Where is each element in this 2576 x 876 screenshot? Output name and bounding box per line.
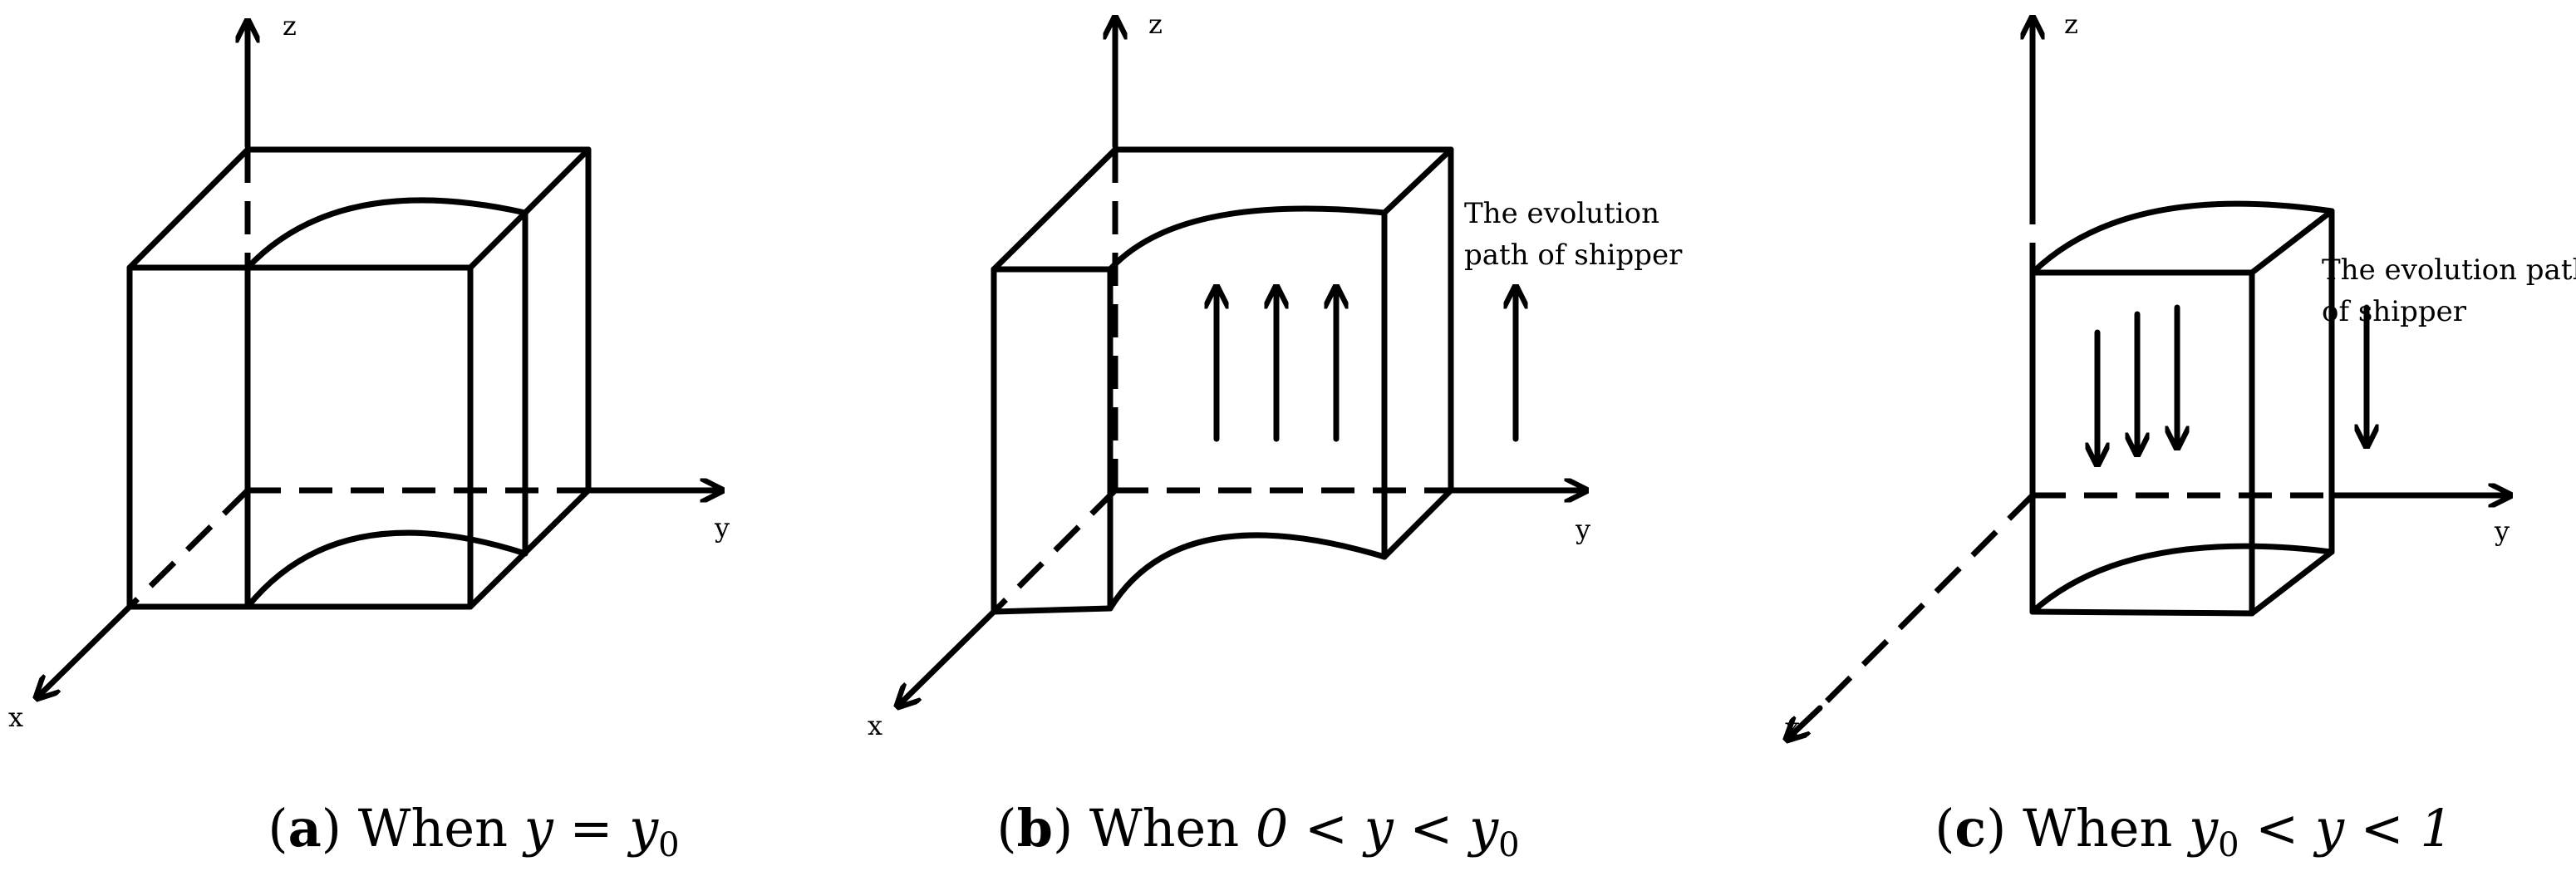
x-axis-hidden: [1817, 493, 2035, 711]
x-axis: [38, 603, 133, 696]
x-axis-label: x: [868, 710, 882, 741]
panel-c-solid: [2029, 200, 2335, 617]
bottom-curve: [1107, 532, 1388, 612]
y-axis-label: y: [1575, 514, 1590, 545]
panel-c-axes: z y x: [1785, 8, 2510, 743]
edge: [2249, 549, 2335, 617]
z-axis-label: z: [1148, 8, 1163, 40]
edge: [991, 146, 1118, 273]
front-face: [126, 264, 474, 610]
caption-b: (b) When 0 < y < y0: [996, 798, 1519, 864]
x-axis-label: x: [8, 701, 23, 733]
z-axis-label: z: [2064, 8, 2078, 40]
top-curve: [244, 197, 528, 271]
panel-b-solid: [991, 146, 1454, 615]
edge: [467, 146, 592, 271]
top-curve: [2029, 200, 2335, 276]
top-curve: [1107, 205, 1388, 273]
x-axis: [1788, 705, 1823, 738]
caption-c: (c) When y0 < y < 1: [1934, 798, 2453, 864]
edge: [2249, 208, 2335, 276]
y-axis-label: y: [714, 512, 730, 544]
panel-a-solid: [126, 146, 592, 610]
bottom-curve: [2029, 543, 2335, 615]
panel-b-evolution-arrows: [1217, 289, 1516, 442]
panel-b-axes: z y x: [868, 8, 1590, 741]
edge: [1381, 487, 1454, 560]
x-axis-hidden: [991, 488, 1118, 614]
panel-a: z y x (a) When y = y0: [8, 10, 730, 864]
edge: [126, 146, 251, 271]
bottom-curve: [244, 529, 528, 610]
panel-c-evolution-arrows: [2097, 304, 2367, 462]
z-axis-label: z: [283, 10, 297, 42]
panel-a-axes: z y x: [8, 10, 730, 733]
edge: [467, 487, 592, 610]
edge: [991, 605, 1113, 615]
x-axis-label: x: [1785, 711, 1800, 743]
edge: [1381, 146, 1454, 216]
caption-a: (a) When y = y0: [268, 798, 679, 864]
y-axis-label: y: [2494, 515, 2510, 547]
x-axis: [899, 608, 997, 705]
edge: [2029, 608, 2255, 617]
x-axis-hidden: [127, 488, 250, 609]
